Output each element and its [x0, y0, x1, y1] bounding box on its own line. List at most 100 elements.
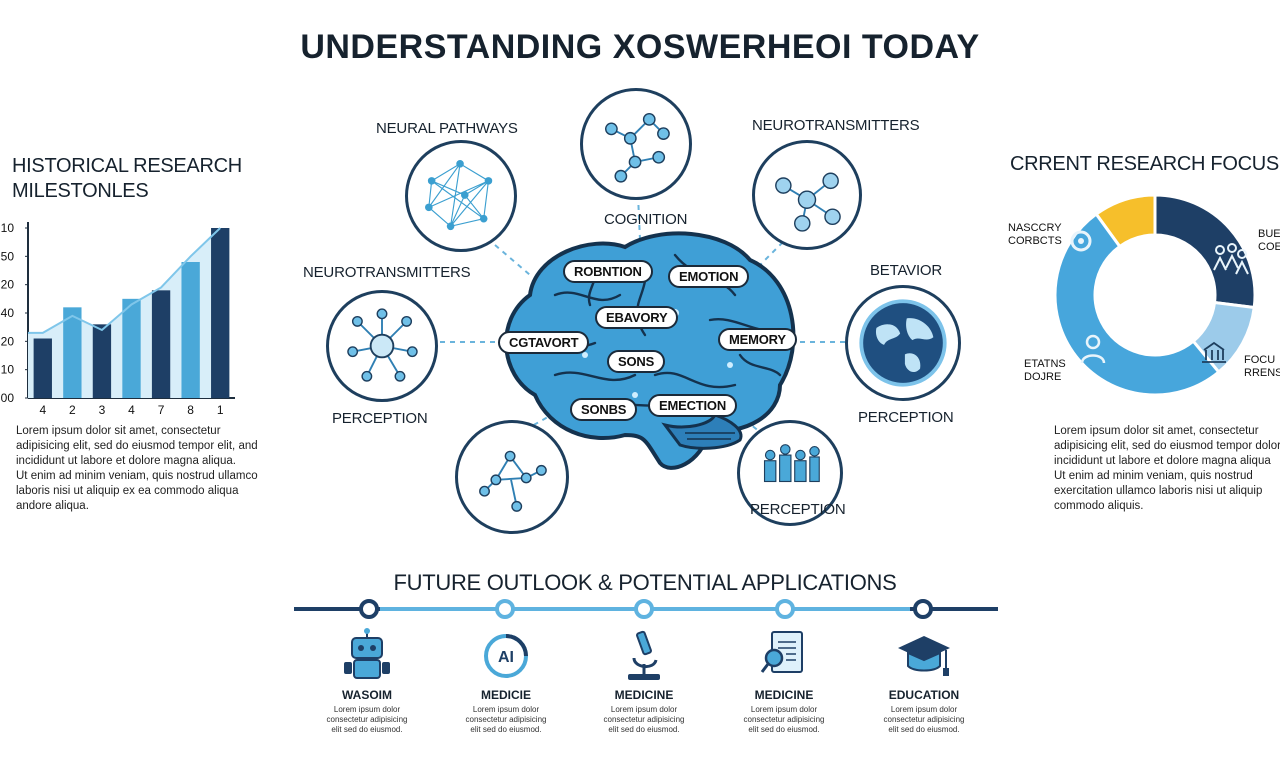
people-icon — [737, 420, 843, 526]
timeline-item-microscope: MEDICINE Lorem ipsum dolor consectetur a… — [574, 628, 714, 735]
timeline-label: MEDICIE — [480, 688, 531, 702]
neurotransmitter-icon — [752, 140, 862, 250]
trend-line — [28, 227, 221, 334]
timeline-label: WASOIM — [342, 688, 392, 702]
gear-icon — [1070, 230, 1092, 252]
building-icon — [1202, 341, 1226, 363]
timeline-desc-line: elit sed do eiusmod. — [888, 725, 960, 734]
timeline-description: Lorem ipsum dolor consectetur adipisicin… — [854, 705, 994, 735]
historical-heading-line1: HISTORICAL RESEARCH — [12, 155, 242, 177]
y-tick-label: 10 — [1, 363, 15, 377]
timeline-desc-line: elit sed do eiusmod. — [470, 725, 542, 734]
donut-label-text: DOJRE — [1024, 370, 1062, 383]
historical-text-line: Ut enim ad minim veniam, quis nostrud ul… — [16, 469, 258, 482]
bar — [151, 290, 171, 398]
brain-pill: EMECTION — [648, 394, 738, 417]
y-tick-label: 50 — [1, 249, 15, 263]
brain-pill: CGTAVORT — [498, 331, 590, 354]
timeline-description: Lorem ipsum dolor consectetur adipisicin… — [574, 705, 714, 735]
label-behavior: BETAVIOR — [870, 262, 943, 279]
x-tick-label: 2 — [69, 403, 76, 417]
microscope-icon — [628, 630, 660, 680]
timeline-item-education: EDUCATION Lorem ipsum dolor consectetur … — [854, 628, 994, 735]
globe-icon — [845, 285, 961, 401]
timeline-desc-line: elit sed do eiusmod. — [331, 725, 403, 734]
donut-label-text: FOCU — [1244, 354, 1276, 366]
timeline-description: Lorem ipsum dolor consectetur adipisicin… — [714, 705, 854, 735]
historical-text-line: Lorem ipsum dolor sit amet, consectetur — [16, 425, 221, 437]
timeline-desc-line: elit sed do eiusmod. — [608, 725, 680, 734]
x-tick-label: 1 — [217, 403, 224, 417]
y-tick-label: 20 — [1, 334, 15, 348]
brain-pill: EMOTION — [668, 265, 750, 288]
y-tick-label: 10 — [1, 221, 15, 235]
donut-label-top-right: BUE COE — [1258, 228, 1280, 253]
x-tick-label: 8 — [187, 403, 194, 417]
brain-pill: SONBS — [570, 398, 638, 421]
historical-description: Lorem ipsum dolor sit amet, consectetur … — [16, 424, 258, 514]
molecule-icon-bottom — [455, 420, 569, 534]
bar — [92, 324, 112, 398]
timeline-label: EDUCATION — [888, 688, 960, 702]
timeline-description: Lorem ipsum dolor consectetur adipisicin… — [297, 705, 437, 735]
historical-text-line: adipisicing elit, sed do eiusmod tempor … — [16, 439, 258, 452]
ai-icon-text: AI — [498, 649, 514, 666]
bar — [122, 298, 141, 398]
person-icon — [1080, 334, 1106, 364]
bar — [33, 338, 52, 398]
timeline-desc-line: consectetur adipisicing — [603, 715, 685, 724]
page-title: UNDERSTANDING XOSWERHEOI TODAY — [300, 28, 980, 66]
donut-segment — [1053, 212, 1221, 397]
label-neurotransmitters-left: NEUROTRANSMITTERS — [303, 264, 471, 281]
donut-label-bottom-left: ETATNS DOJRE — [1024, 358, 1066, 383]
bar — [181, 262, 200, 398]
donut-label-text: NASCCRY — [1008, 222, 1062, 234]
timeline-desc-line: Lorem ipsum dolor — [333, 705, 401, 714]
historical-text-line: andore aliqua. — [16, 499, 89, 512]
donut-label-bottom-right: FOCU RRENS — [1244, 354, 1280, 379]
current-research-description: Lorem ipsum dolor sit amet, consectetur … — [1054, 424, 1280, 514]
historical-text-line: laboris nisi ut aliquip ex ea commodo al… — [16, 484, 239, 497]
ai-chip-icon: AI — [484, 634, 528, 678]
neuron-icon — [326, 290, 438, 402]
document-search-icon — [760, 631, 803, 673]
donut-label-top-left: NASCCRY CORBCTS — [1008, 222, 1062, 247]
label-perception-left: PERCEPTION — [332, 410, 428, 427]
neural-network-icon — [405, 140, 517, 252]
timeline-label: MEDICINE — [614, 688, 674, 702]
future-outlook-heading: FUTURE OUTLOOK & POTENTIAL APPLICATIONS — [393, 570, 897, 595]
historical-heading: HISTORICAL RESEARCH MILESTONLES — [12, 154, 242, 204]
graduation-cap-icon — [898, 636, 950, 676]
label-perception-bottom: PERCEPTION — [750, 501, 846, 518]
research-focus-donut — [1053, 193, 1257, 397]
current-research-text-line: adipisicing elit, sed do eiusmod tempor … — [1054, 439, 1280, 452]
bar — [63, 307, 82, 398]
label-neural-pathways: NEURAL PATHWAYS — [376, 120, 518, 137]
y-tick-label: 40 — [1, 306, 15, 320]
robot-icon — [344, 628, 390, 679]
current-research-text-line: Lorem ipsum dolor sit amet, consectetur — [1054, 425, 1259, 437]
donut-label-text: COE — [1258, 240, 1280, 253]
timeline-desc-line: Lorem ipsum dolor — [750, 705, 818, 714]
current-research-text-line: incididunt ut labore et dolore magna ali… — [1054, 454, 1271, 467]
timeline-desc-line: consectetur adipisicing — [465, 715, 547, 724]
timeline-desc-line: consectetur adipisicing — [326, 715, 408, 724]
y-tick-label: 00 — [1, 391, 15, 405]
x-tick-label: 3 — [99, 403, 106, 417]
brain-pill: MEMORY — [718, 328, 797, 351]
x-tick-label: 7 — [158, 403, 165, 417]
x-tick-label: 4 — [128, 403, 135, 417]
current-research-heading: CRRENT RESEARCH FOCUS AI — [1010, 153, 1280, 175]
y-tick-label: 20 — [1, 278, 15, 292]
donut-label-text: RRENS — [1244, 366, 1280, 379]
historical-text-line: incididunt ut labore et dolore magna ali… — [16, 454, 236, 467]
donut-label-text: CORBCTS — [1008, 234, 1062, 247]
timeline-desc-line: consectetur adipisicing — [883, 715, 965, 724]
molecule-icon — [580, 88, 692, 200]
timeline-desc-line: elit sed do eiusmod. — [748, 725, 820, 734]
label-perception-right: PERCEPTION — [858, 409, 954, 426]
current-research-text-line: commodo aliquis. — [1054, 499, 1144, 512]
timeline — [294, 599, 998, 619]
historical-heading-line2: MILESTONLES — [12, 180, 149, 202]
